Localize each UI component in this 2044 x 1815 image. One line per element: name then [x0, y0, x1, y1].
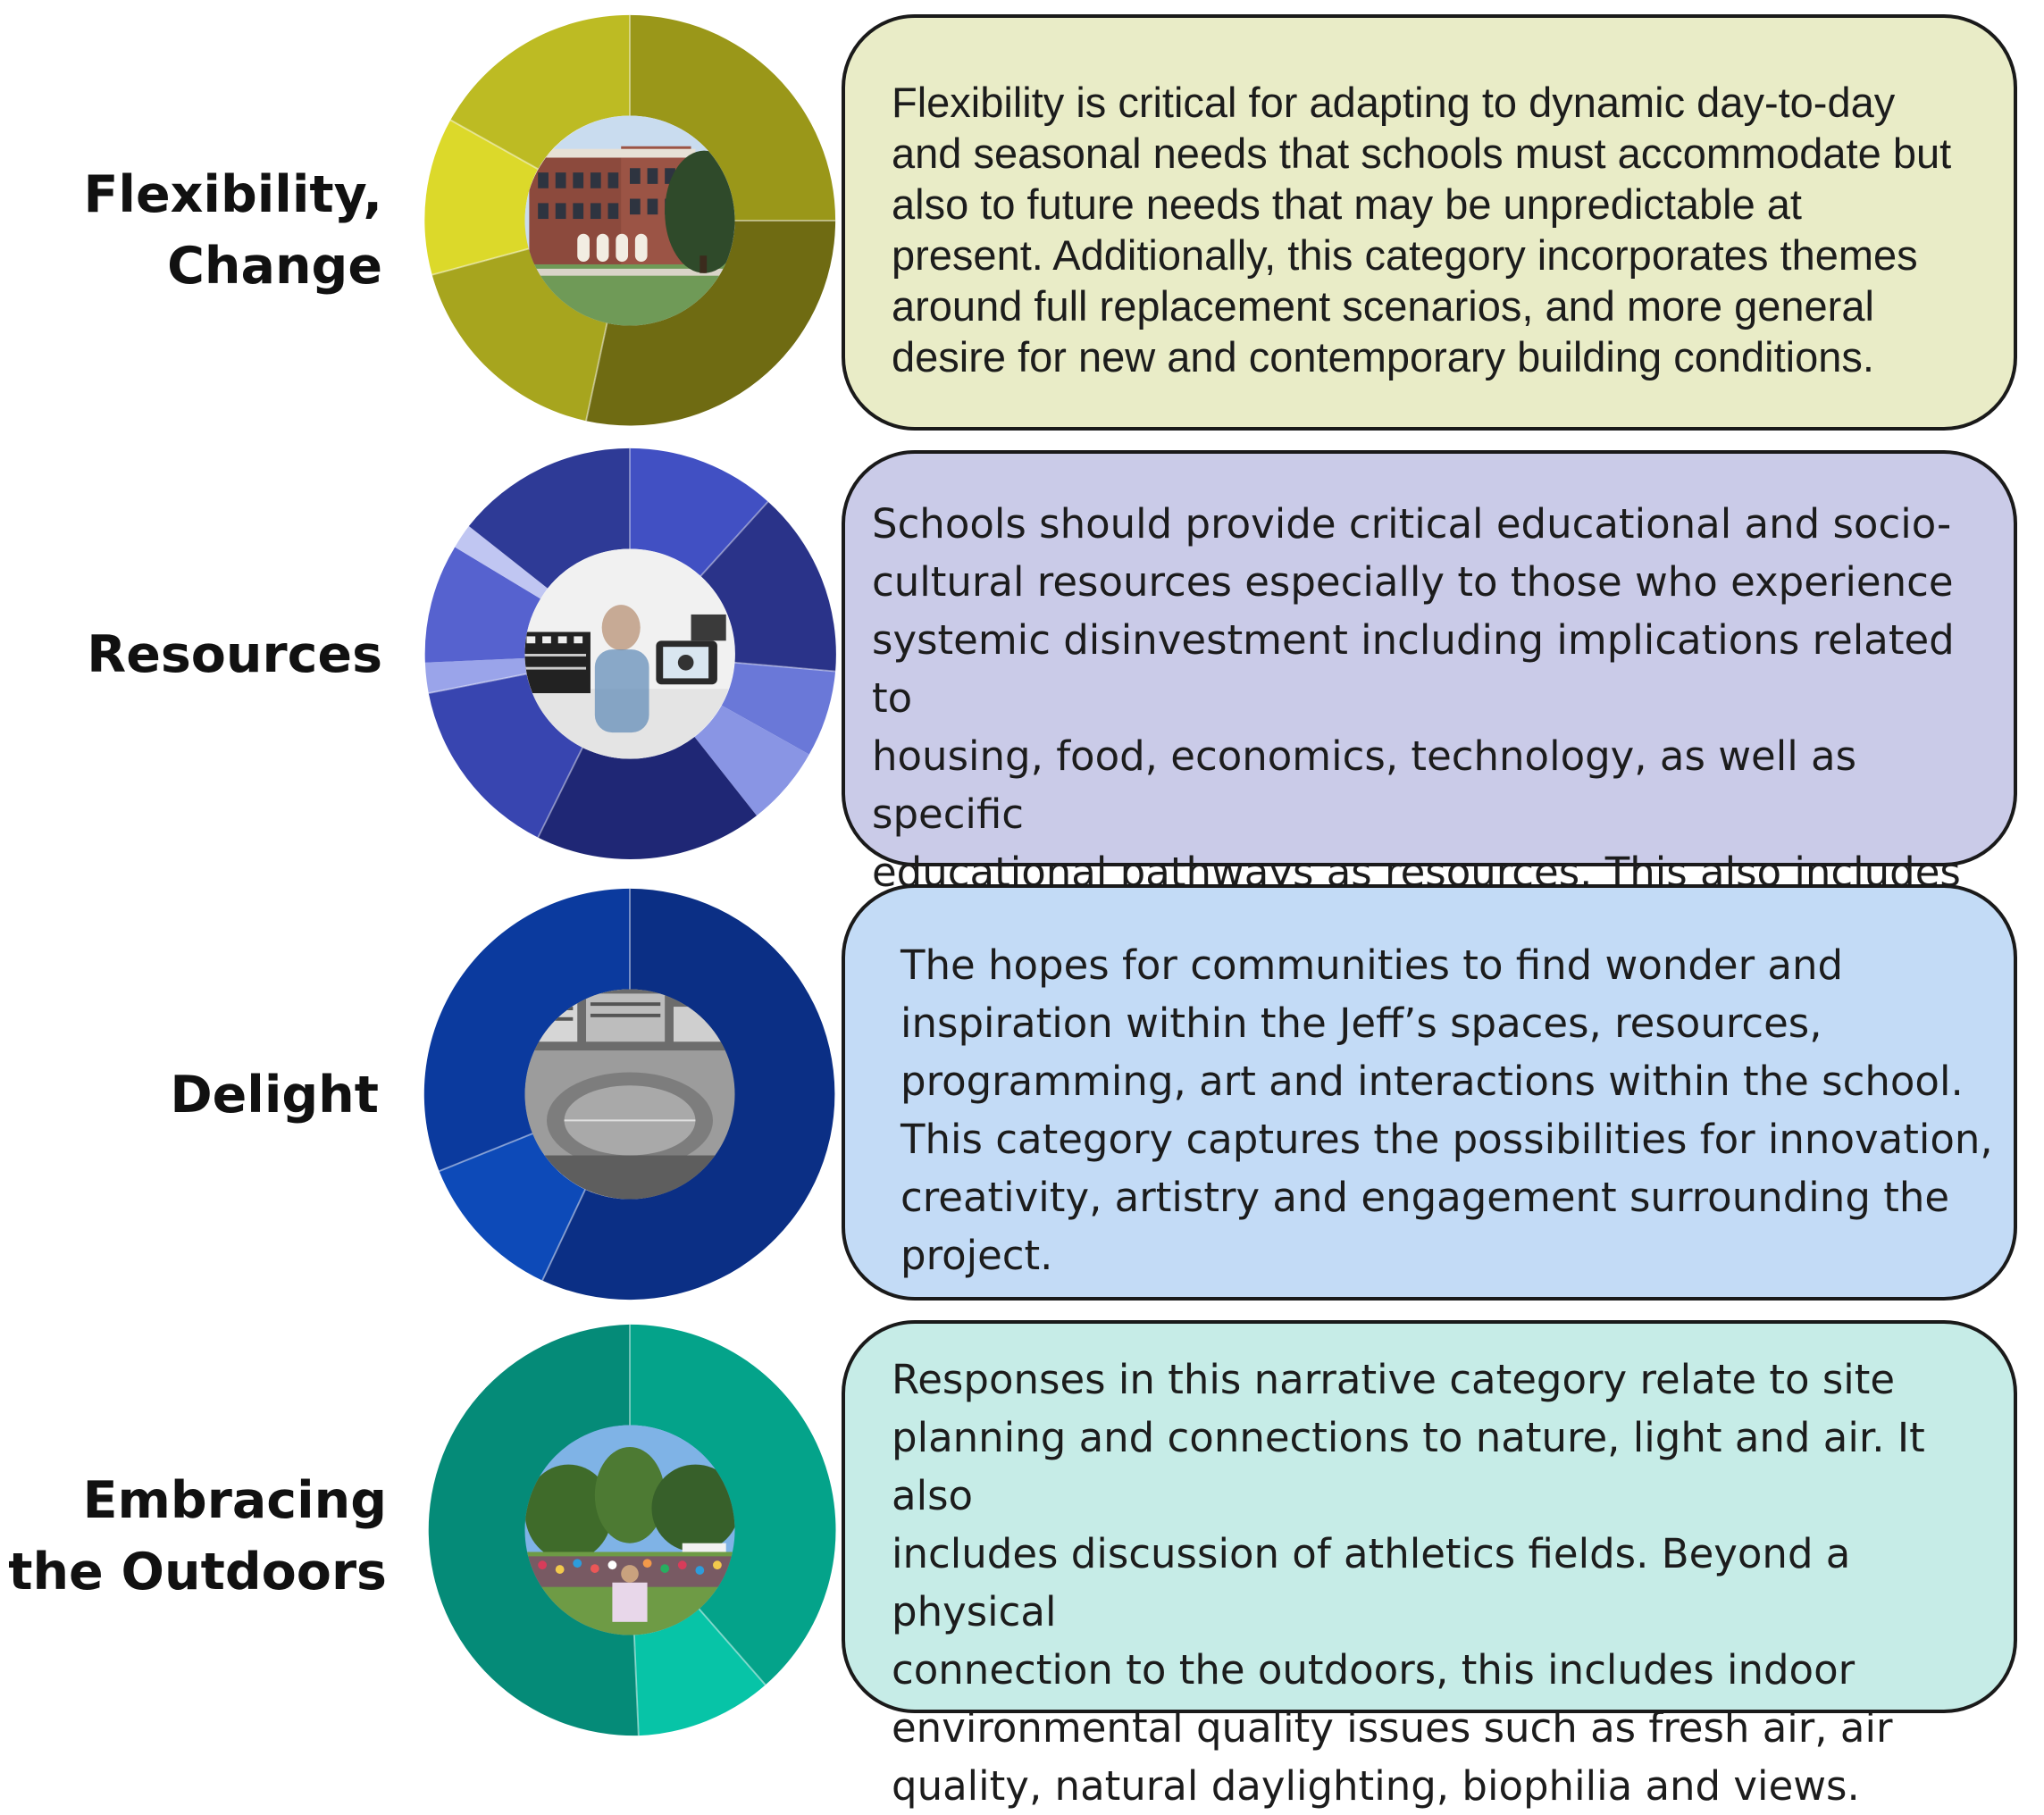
- ring-segment: [630, 1324, 836, 1685]
- ring-segment: [721, 662, 836, 755]
- ring-segment: [424, 657, 527, 694]
- description-card-delight: The hopes for communities to find wonder…: [842, 884, 2017, 1301]
- ring-segment: [633, 1609, 766, 1736]
- ring-segment: [423, 888, 630, 1172]
- ring-segment: [538, 737, 757, 859]
- description-card-outdoors: Responses in this narrative category rel…: [842, 1320, 2017, 1810]
- description-card-resources: Schools should provide critical educatio…: [842, 450, 2017, 954]
- ring-segment: [700, 501, 836, 672]
- donut-chart-flexibility: [424, 14, 836, 426]
- ring-segment: [431, 248, 607, 422]
- ring-segment: [439, 1133, 586, 1281]
- ring-segment: [455, 526, 548, 599]
- category-title: Embracing the Outdoors: [8, 1471, 387, 1602]
- category-description: Responses in this narrative category rel…: [892, 1356, 1925, 1810]
- ring-segment: [630, 447, 768, 576]
- ring-segment: [694, 705, 809, 816]
- category-title: Resources: [87, 625, 382, 684]
- ring-segment: [586, 221, 836, 426]
- donut-chart-resources: [424, 447, 836, 859]
- category-description: The hopes for communities to find wonder…: [901, 941, 1993, 1279]
- ring-segment: [424, 120, 539, 275]
- description-card-flexibility: Flexibility is critical for adapting to …: [842, 14, 2017, 431]
- category-description: Flexibility is critical for adapting to …: [892, 79, 1952, 381]
- ring-segment: [450, 14, 630, 170]
- ring-segment: [424, 547, 541, 663]
- ring-segment: [630, 14, 836, 222]
- school-building-photo: [524, 115, 735, 326]
- donut-chart-delight: [423, 888, 835, 1301]
- film-production-photo: [524, 548, 735, 759]
- ring-segment: [468, 447, 630, 589]
- category-title: Flexibility, Change: [83, 165, 383, 296]
- category-title: Delight: [170, 1066, 379, 1125]
- donut-chart-outdoors: [428, 1324, 836, 1736]
- ring-segment: [428, 1324, 639, 1736]
- ring-segment: [542, 888, 835, 1301]
- ring-segment: [428, 673, 583, 838]
